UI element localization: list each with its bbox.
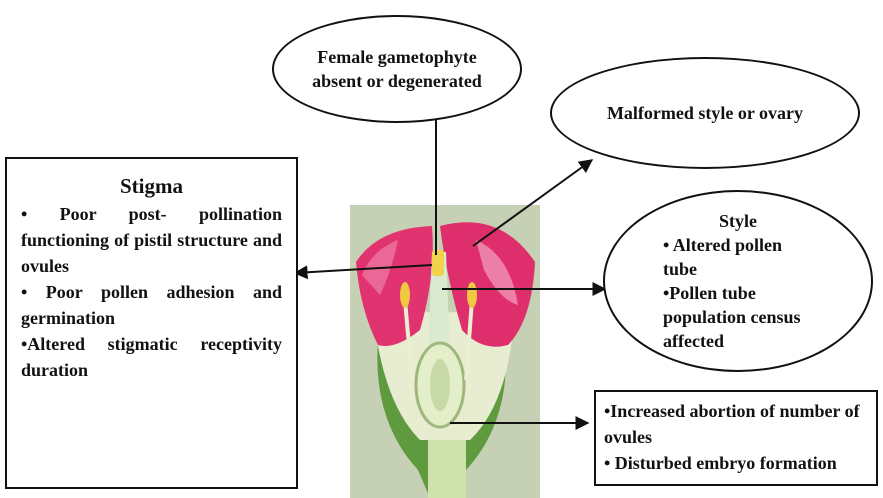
- stigma-list: • Poor post- pollination functioning of …: [21, 201, 282, 383]
- stigma-item: • Poor post- pollination functioning of …: [21, 201, 282, 279]
- style-title: Style: [663, 209, 813, 233]
- malformed-ellipse: Malformed style or ovary: [550, 57, 860, 169]
- stem: [428, 440, 466, 498]
- stigma-title: Stigma: [21, 173, 282, 199]
- malformed-text: Malformed style or ovary: [607, 103, 803, 124]
- anther: [400, 282, 410, 308]
- ovules-list: •Increased abortion of number of ovules …: [604, 398, 868, 476]
- style-list: • Altered pollen tube •Pollen tube popul…: [663, 233, 813, 353]
- style-content: Style • Altered pollen tube •Pollen tube…: [663, 209, 813, 353]
- ovules-item: •Increased abortion of number of ovules: [604, 398, 868, 450]
- stigma-item: • Poor pollen adhesion and germination: [21, 279, 282, 331]
- ovules-item: • Disturbed embryo formation: [604, 450, 868, 476]
- style-ellipse: Style • Altered pollen tube •Pollen tube…: [603, 190, 873, 372]
- style-item: •Pollen tube population census affected: [663, 281, 813, 353]
- stigma: [432, 250, 444, 276]
- anther: [467, 282, 477, 308]
- stigma-box: Stigma • Poor post- pollination function…: [5, 157, 298, 489]
- ovule: [430, 359, 450, 411]
- style-item: • Altered pollen tube: [663, 233, 813, 281]
- stigma-item: •Altered stigmatic receptivity duration: [21, 331, 282, 383]
- gametophyte-text: Female gametophyte absent or degenerated: [302, 45, 492, 93]
- gametophyte-ellipse: Female gametophyte absent or degenerated: [272, 15, 522, 123]
- ovules-box: •Increased abortion of number of ovules …: [594, 390, 878, 486]
